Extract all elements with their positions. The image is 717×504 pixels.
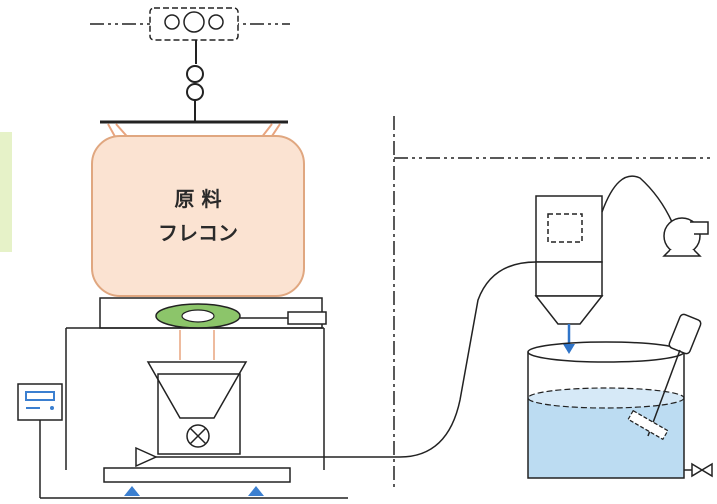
discharge-arrow xyxy=(563,324,575,354)
check-valve-icon[interactable] xyxy=(135,446,158,468)
scale-platform xyxy=(103,467,291,483)
conveying-pipe xyxy=(156,261,537,458)
side-bar-decoration xyxy=(0,132,12,252)
hook-icon xyxy=(186,40,204,122)
hoist-icon xyxy=(149,7,239,41)
discharge-stream xyxy=(179,330,215,360)
agitator-icon[interactable] xyxy=(627,313,702,441)
drain-valve-icon[interactable] xyxy=(684,462,713,478)
blower-duct xyxy=(601,175,673,223)
hopper-body xyxy=(157,373,241,455)
support-frame xyxy=(65,327,325,470)
blower-icon[interactable] xyxy=(662,217,709,257)
bag-label-line2: フレコン xyxy=(158,221,238,245)
rotary-valve-icon[interactable] xyxy=(186,424,210,448)
raw-material-bag xyxy=(91,135,305,297)
mixing-tank xyxy=(527,341,685,479)
platform-foot-left xyxy=(124,486,140,496)
valve-actuator-icon[interactable] xyxy=(155,303,327,329)
platform-foot-right xyxy=(248,486,264,496)
bag-label-line1: 原 料 xyxy=(175,187,222,211)
dust-collector xyxy=(534,195,604,325)
scale-indicator-icon[interactable] xyxy=(17,383,63,498)
lower-hopper xyxy=(146,361,248,419)
